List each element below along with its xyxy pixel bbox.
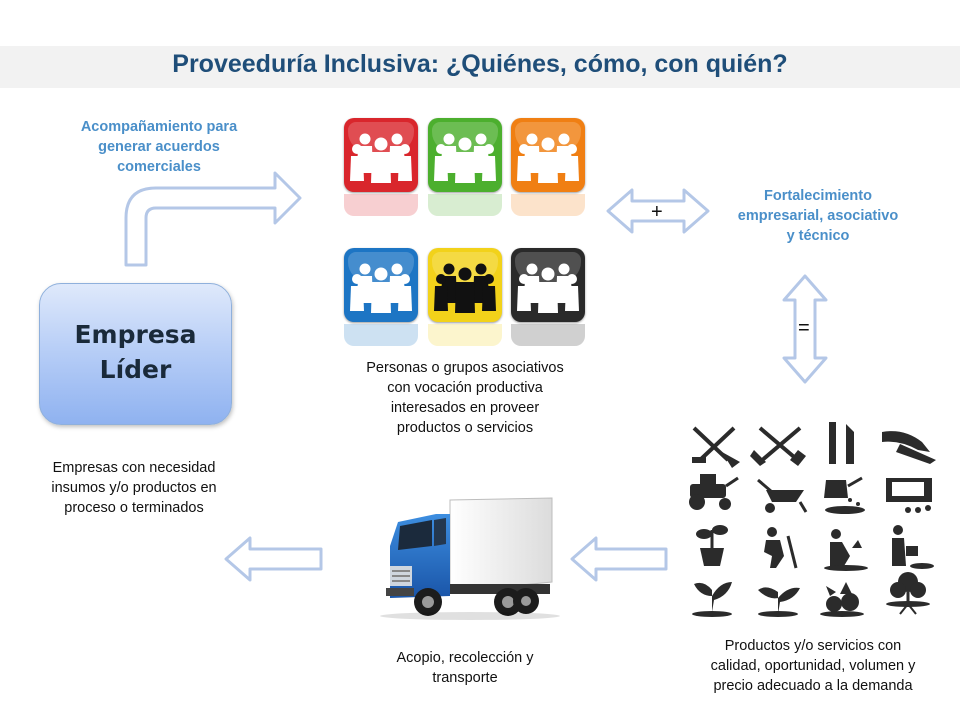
fortalecimiento-label: Fortalecimiento empresarial, asociativo …	[737, 188, 899, 244]
lawn-tractor-icon	[689, 474, 739, 510]
tree-roots-icon	[886, 572, 930, 615]
sprout-icon	[692, 582, 732, 617]
shears-fork-icon	[750, 426, 806, 466]
gardener-digging-icon	[764, 527, 798, 569]
equals-operator: =	[798, 317, 810, 339]
page-title: Proveeduría Inclusiva: ¿Quiénes, cómo, c…	[172, 50, 788, 78]
watering-can-icon	[824, 476, 865, 514]
productos-description: Productos y/o servicios con calidad, opo…	[710, 638, 916, 694]
knife-icon	[829, 422, 854, 464]
gardener-planting-icon	[824, 529, 868, 571]
tile-reflection	[344, 194, 418, 216]
seed-tray-icon	[886, 478, 932, 513]
acompanamiento-label: Acompañamiento para generar acuerdos com…	[80, 119, 238, 175]
seedling-icon	[758, 587, 800, 617]
tile-reflection	[428, 194, 502, 216]
personas-description: Personas o grupos asociativos con vocaci…	[366, 360, 564, 436]
wheelbarrow-icon	[757, 478, 808, 513]
acopio-description: Acopio, recolección y transporte	[396, 650, 534, 686]
vegetables-icon	[820, 582, 864, 617]
plus-operator: +	[651, 201, 663, 223]
gardener-watering-icon	[892, 525, 934, 569]
tile-reflection	[511, 194, 585, 216]
shovel-rake-icon	[692, 426, 740, 468]
potted-plant-icon	[696, 525, 728, 566]
tile-reflection	[428, 324, 502, 346]
empresa-lider-box: Empresa Líder	[39, 283, 232, 425]
tile-reflection	[344, 324, 418, 346]
empresas-description: Empresas con necesidad insumos y/o produ…	[51, 460, 217, 516]
pruner-icon	[882, 431, 936, 464]
title-bar	[0, 46, 960, 88]
tile-reflection	[511, 324, 585, 346]
